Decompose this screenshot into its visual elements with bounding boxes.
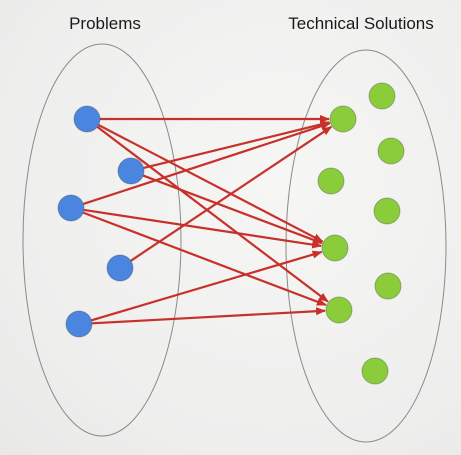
problem-node-p3 [57, 194, 85, 222]
solution-node-s4 [321, 234, 349, 262]
solution-node-s1 [329, 105, 357, 133]
solution-node-s9 [361, 357, 389, 385]
arrow-p5-to-s5 [91, 307, 327, 325]
arrow-p3-to-s1 [83, 122, 331, 206]
solution-node-s7 [373, 197, 401, 225]
links-layer [82, 115, 333, 325]
arrow-p3-to-s4 [83, 208, 323, 249]
problems-title: Problems [69, 14, 141, 33]
solution-node-s5 [325, 296, 353, 324]
arrow-p1-to-s4 [98, 124, 324, 243]
solution-node-s6 [317, 167, 345, 195]
technical-solutions-title: Technical Solutions [288, 14, 434, 33]
arrow-p5-to-s4 [91, 250, 323, 322]
arrow-p1-to-s5 [96, 125, 329, 303]
solution-node-s2 [368, 82, 396, 110]
problem-node-p5 [65, 310, 93, 338]
nodes-layer [57, 82, 405, 385]
solution-node-s8 [374, 272, 402, 300]
arrow-p4-to-s1 [130, 125, 333, 262]
problem-node-p2 [117, 157, 145, 185]
solution-node-s3 [377, 137, 405, 165]
solutions-group-outline [285, 49, 447, 443]
problems-group-outline [22, 43, 182, 437]
problem-node-p4 [106, 254, 134, 282]
arrow-p2-to-s4 [142, 174, 323, 245]
arrow-p3-to-s5 [82, 211, 327, 307]
problem-node-p1 [73, 105, 101, 133]
arrow-p2-to-s1 [143, 120, 331, 169]
